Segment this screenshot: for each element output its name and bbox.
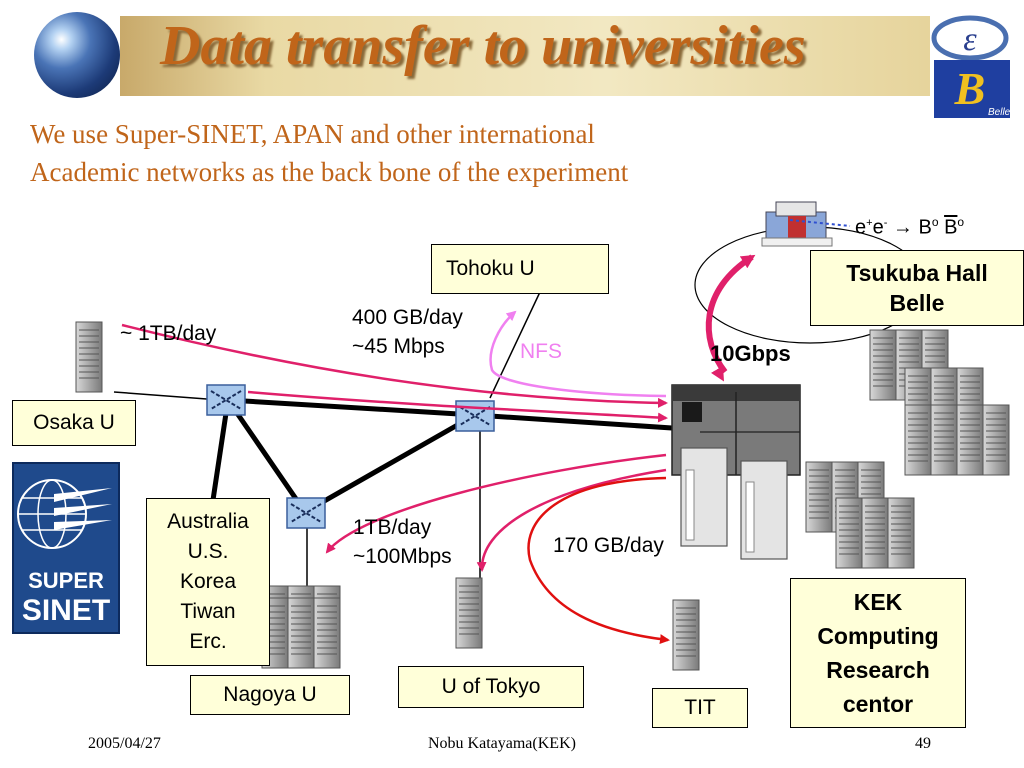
- super-sinet-logo: SUPER SINET: [12, 462, 120, 634]
- server-rack-icon: [75, 321, 103, 393]
- arrow-icon: →: [892, 216, 913, 239]
- node-nagoya: Nagoya U: [190, 675, 350, 715]
- b-meson-symbol: B: [918, 216, 932, 239]
- neutral-superscript: o: [931, 215, 939, 229]
- globe-icon: [34, 12, 120, 98]
- page-title: Data transfer to universities: [160, 15, 806, 77]
- data-flow-arrows: [121, 254, 756, 645]
- title-banner: [120, 16, 930, 96]
- node-tokyo-label: U of Tokyo: [441, 675, 541, 698]
- server-cluster-icon: [869, 329, 1010, 476]
- kek-line: Research: [826, 657, 930, 683]
- nfs-label: NFS: [520, 340, 562, 363]
- positron-symbol: e: [872, 216, 884, 239]
- tohoku-rate-label: 400 GB/day: [352, 306, 463, 329]
- server-cluster-icon: [805, 461, 915, 569]
- switch-icon: [206, 384, 246, 416]
- belle-detector-icon: [761, 201, 833, 247]
- node-tokyo: U of Tokyo: [398, 666, 584, 708]
- charge-minus: -: [883, 217, 888, 229]
- footer-page-number: 49: [915, 735, 931, 752]
- belle-logo-text: Belle: [988, 107, 1011, 118]
- node-tohoku-label: Tohoku U: [446, 257, 535, 280]
- intl-item: Tiwan: [180, 600, 236, 623]
- intl-item: U.S.: [187, 540, 229, 563]
- backbone-links: [210, 397, 673, 515]
- node-osaka-label: Osaka U: [33, 411, 115, 434]
- neutral-superscript: o: [957, 215, 965, 229]
- charge-plus: +: [866, 217, 873, 229]
- server-rack-icon: [672, 599, 700, 671]
- node-international: Australia U.S. Korea Tiwan Erc.: [146, 498, 270, 666]
- node-nagoya-label: Nagoya U: [223, 683, 317, 706]
- node-tit: TIT: [652, 688, 748, 728]
- node-osaka: Osaka U: [12, 400, 136, 446]
- tsukuba-line: Tsukuba Hall: [846, 260, 988, 286]
- svg-text:B: B: [954, 63, 986, 114]
- physics-process-label: e+e- → Bo Bo: [855, 208, 964, 242]
- subtitle: We use Super-SINET, APAN and other inter…: [30, 115, 628, 191]
- node-kek: KEK Computing Research centor: [790, 578, 966, 728]
- tsukuba-line: Belle: [889, 290, 945, 316]
- node-tsukuba: Tsukuba Hall Belle: [810, 250, 1024, 326]
- belle-logo: ε B Belle: [930, 14, 1012, 120]
- tit-rate-label: 170 GB/day: [553, 534, 664, 557]
- super-sinet-text-2: SINET: [22, 594, 110, 627]
- super-sinet-graphic: SUPER SINET: [17, 479, 112, 627]
- anti-b-meson-symbol: B: [944, 216, 958, 239]
- subtitle-line-2: Academic networks as the back bone of th…: [30, 157, 629, 187]
- svg-text:ε: ε: [963, 21, 977, 58]
- link-speed-label: 10Gbps: [710, 341, 791, 366]
- footer-date: 2005/04/27: [88, 735, 161, 752]
- intl-item: Australia: [167, 510, 249, 533]
- kek-line: centor: [842, 691, 914, 717]
- footer-author: Nobu Katayama(KEK): [428, 735, 576, 752]
- super-sinet-text-1: SUPER: [28, 568, 104, 593]
- server-rack-icon: [455, 577, 483, 649]
- switch-icon: [286, 497, 326, 529]
- kek-mainframe-icon: [671, 384, 801, 560]
- intl-item: Korea: [179, 570, 237, 593]
- kek-line: KEK: [853, 589, 903, 615]
- electron-symbol: e: [855, 216, 867, 239]
- server-cluster-icon: [261, 585, 341, 669]
- tohoku-bandwidth-label: ~45 Mbps: [352, 335, 445, 358]
- osaka-rate-label: ~ 1TB/day: [120, 322, 217, 345]
- belle-logo-graphic: ε B Belle: [931, 15, 1011, 118]
- node-tohoku: Tohoku U: [431, 244, 609, 294]
- intl-item: Erc.: [189, 630, 227, 653]
- nagoya-bandwidth-label: ~100Mbps: [353, 545, 452, 568]
- node-tit-label: TIT: [684, 696, 716, 719]
- nagoya-rate-label: 1TB/day: [353, 516, 432, 539]
- switch-icon: [455, 400, 495, 432]
- subtitle-line-1: We use Super-SINET, APAN and other inter…: [30, 119, 595, 149]
- kek-line: Computing: [817, 623, 939, 649]
